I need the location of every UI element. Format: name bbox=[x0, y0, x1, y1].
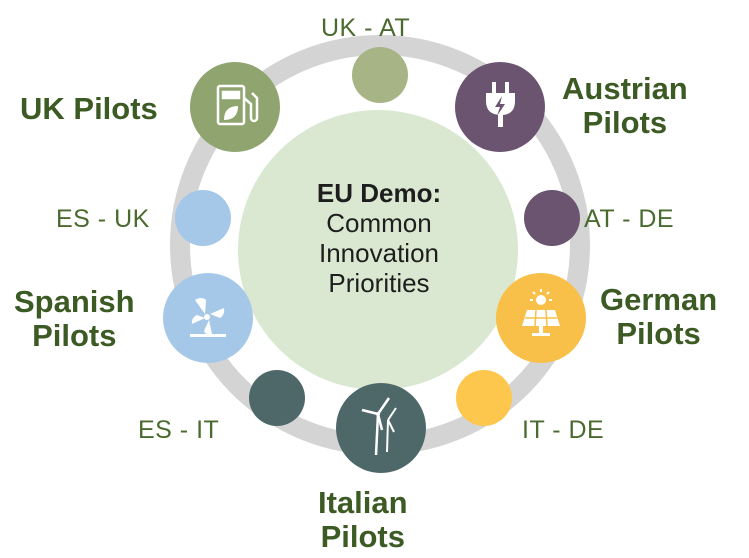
electric-plug-icon bbox=[486, 82, 515, 127]
pair-dot-es-it bbox=[249, 370, 305, 426]
spanish-pilot-node bbox=[163, 273, 253, 363]
german-pilot-node bbox=[496, 273, 586, 363]
pair-dot-es-uk bbox=[175, 190, 231, 246]
uk-pilot-node bbox=[190, 62, 280, 152]
center-line: Common bbox=[326, 208, 432, 238]
italian-pilot-node bbox=[336, 383, 426, 473]
uk-pilots-label: UK Pilots bbox=[20, 91, 158, 126]
pair-label-it-de: IT - DE bbox=[522, 416, 605, 444]
center-line: Innovation bbox=[319, 238, 439, 268]
center-title: EU Demo: bbox=[316, 178, 442, 208]
center-disc bbox=[238, 110, 518, 390]
italian-pilots-label: Italian Pilots bbox=[318, 485, 408, 554]
spanish-pilots-label: Spanish Pilots bbox=[14, 284, 135, 353]
pair-label-at-de: AT - DE bbox=[584, 205, 675, 233]
center-line: Priorities bbox=[328, 268, 430, 298]
pair-dot-at-de bbox=[524, 190, 580, 246]
center-title-block: EU Demo: Common Innovation Priorities bbox=[255, 178, 503, 298]
fuel-pump-leaf-icon bbox=[216, 84, 259, 126]
pair-dot-uk-at bbox=[352, 47, 408, 103]
german-pilots-label: German Pilots bbox=[600, 282, 718, 351]
pair-label-uk-at: UK - AT bbox=[321, 14, 411, 42]
pair-dot-it-de bbox=[456, 370, 512, 426]
austrian-pilot-node bbox=[455, 62, 545, 152]
austrian-pilots-label: Austrian Pilots bbox=[562, 71, 688, 140]
hydro-turbine-icon bbox=[190, 298, 226, 337]
pair-label-es-it: ES - IT bbox=[138, 416, 220, 444]
wind-turbine-icon bbox=[361, 397, 397, 456]
solar-panel-icon bbox=[522, 289, 560, 336]
pair-label-es-uk: ES - UK bbox=[56, 205, 150, 233]
